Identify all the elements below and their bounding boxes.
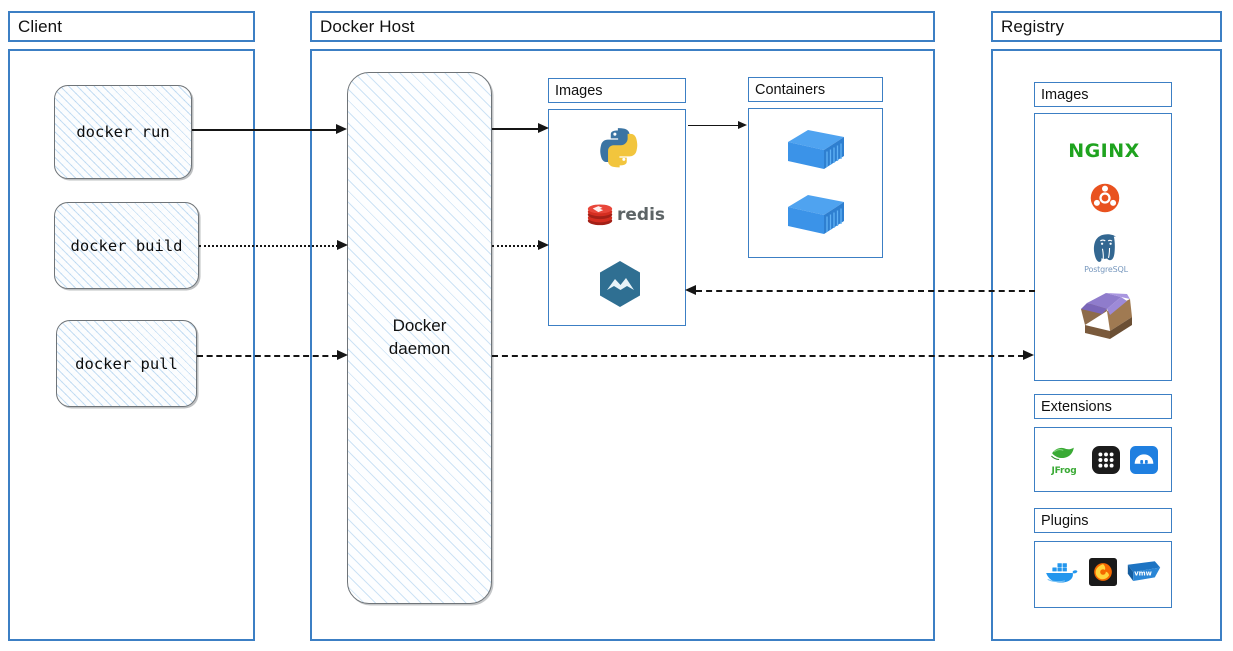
docker-daemon-box[interactable]: Docker daemon <box>347 72 492 604</box>
registry-group-label: Registry <box>1001 16 1065 36</box>
container-box-icon <box>783 127 849 173</box>
registry-extensions-header: Extensions <box>1034 394 1172 419</box>
registry-extensions-label: Extensions <box>1041 398 1112 415</box>
grafana-icon <box>1088 557 1118 587</box>
vmware-icon: vmw <box>1126 558 1162 586</box>
nginx-icon: NGINX <box>1059 138 1149 164</box>
command-box-docker-build[interactable]: docker build <box>54 202 199 289</box>
host-images-header: Images <box>548 78 686 103</box>
snyk-icon <box>1129 445 1159 475</box>
docker-whale-icon <box>1042 558 1080 588</box>
package-box-icon <box>1076 290 1136 342</box>
command-label-docker-run: docker run <box>76 123 170 141</box>
command-box-docker-pull[interactable]: docker pull <box>56 320 197 407</box>
containers-header: Containers <box>748 77 883 102</box>
docker-host-group-label: Docker Host <box>320 16 415 36</box>
container-box-icon <box>783 192 849 238</box>
ubuntu-icon <box>1089 182 1121 214</box>
redis-label: redis <box>616 205 666 225</box>
python-icon <box>597 125 641 169</box>
client-group-header: Client <box>8 11 255 42</box>
nginx-label: NGINX <box>1068 140 1140 162</box>
mariadb-icon <box>597 260 643 308</box>
jfrog-label: JFrog <box>1051 466 1077 476</box>
registry-plugins-label: Plugins <box>1041 512 1089 529</box>
client-group-label: Client <box>18 16 63 36</box>
registry-plugins-header: Plugins <box>1034 508 1172 533</box>
command-label-docker-pull: docker pull <box>75 354 178 373</box>
grid-app-icon <box>1091 445 1121 475</box>
jfrog-icon: JFrog <box>1045 444 1083 478</box>
docker-daemon-label: Docker daemon <box>388 316 451 358</box>
containers-label: Containers <box>755 81 826 98</box>
host-images-label: Images <box>555 82 603 99</box>
postgresql-label: PostgreSQL <box>1084 264 1128 274</box>
registry-images-label: Images <box>1041 86 1089 103</box>
svg-text:vmw: vmw <box>1134 570 1152 578</box>
docker-host-group-header: Docker Host <box>310 11 935 42</box>
registry-images-header: Images <box>1034 82 1172 107</box>
redis-icon: redis <box>585 200 667 230</box>
command-box-docker-run[interactable]: docker run <box>54 85 192 179</box>
command-label-docker-build: docker build <box>70 236 183 255</box>
registry-group-header: Registry <box>991 11 1222 42</box>
postgresql-icon: PostgreSQL <box>1078 228 1134 276</box>
